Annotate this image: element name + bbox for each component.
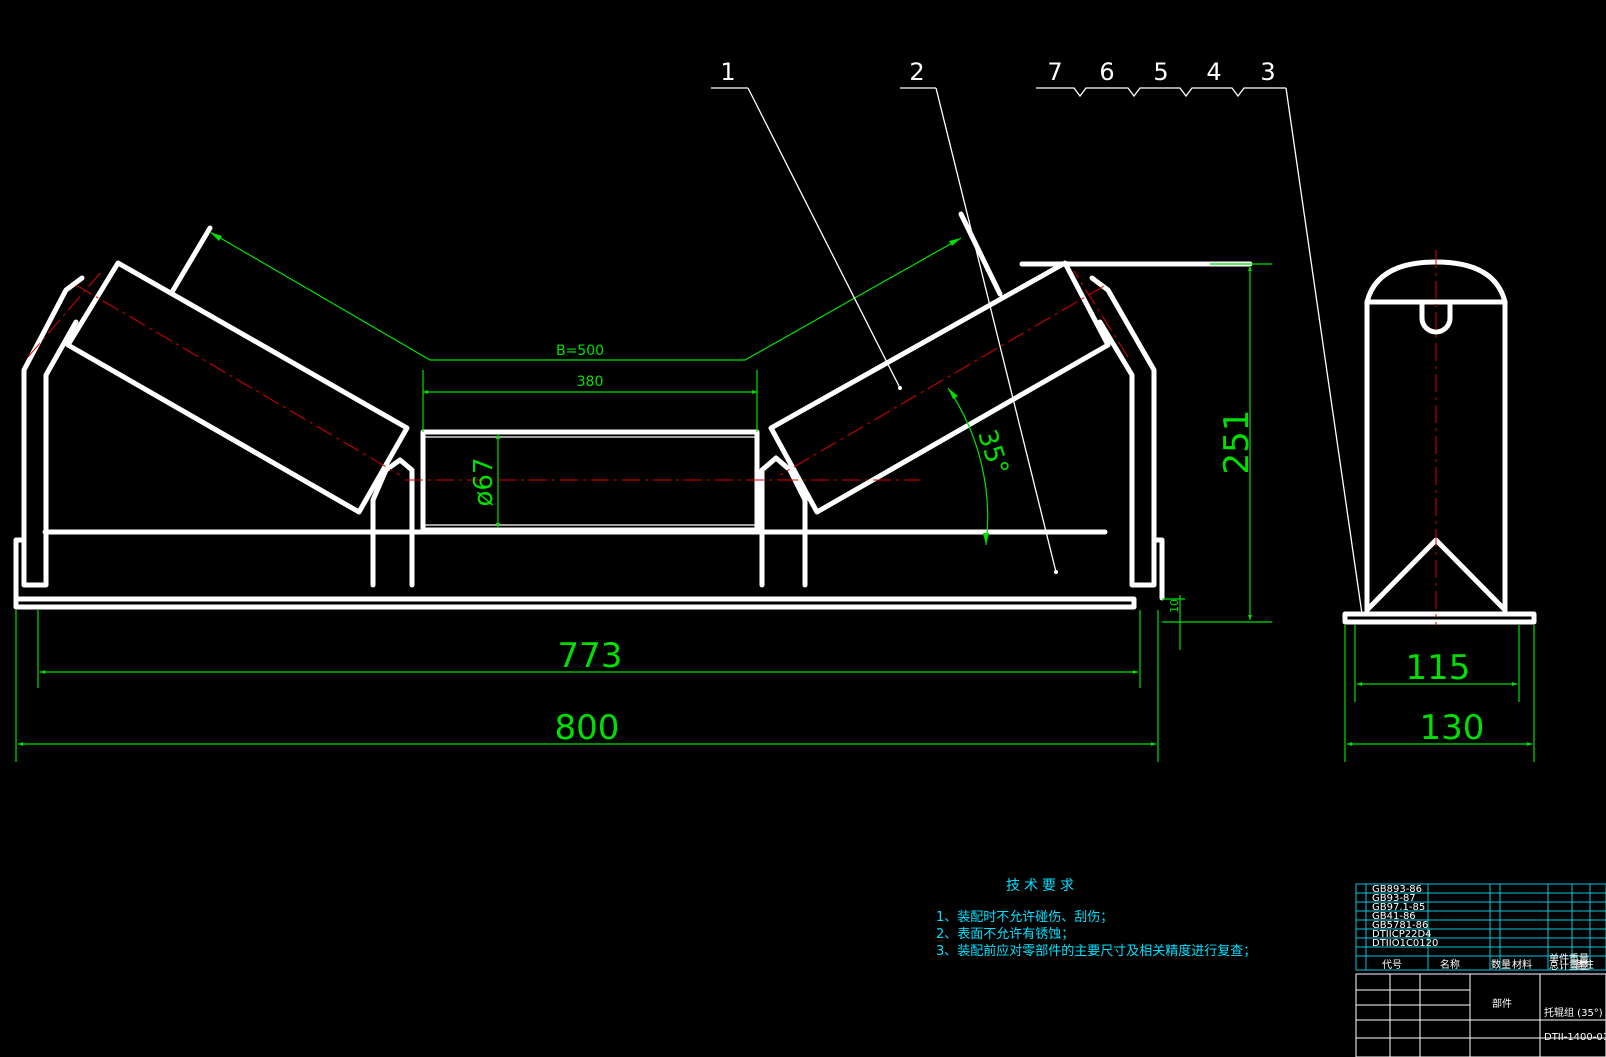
left-bracket bbox=[21, 275, 85, 588]
balloon-3: 3 bbox=[1260, 58, 1275, 86]
bom-row-7: GB893-86 bbox=[1372, 884, 1422, 895]
left-side-roller bbox=[65, 260, 410, 515]
dimensions: B=500 380 ø67 35° 251 10 773 800 bbox=[15, 231, 1535, 762]
drawing-number: DTII-1400-01 bbox=[1544, 1032, 1606, 1043]
overall-length-dim: 800 bbox=[555, 708, 620, 748]
header-unit-weight: 单件重量 bbox=[1549, 952, 1589, 965]
side-view bbox=[1342, 250, 1537, 625]
belt-width-dim-line bbox=[209, 231, 962, 361]
tech-requirement-2: 2、表面不允许有锈蚀； bbox=[936, 927, 1075, 942]
left-roller-axis bbox=[75, 284, 401, 476]
bom-row-6: GB93-87 bbox=[1372, 893, 1416, 904]
side-overall-dim: 130 bbox=[1420, 708, 1485, 748]
header-total-weight: 总计重量 bbox=[1549, 959, 1589, 972]
side-legs bbox=[1364, 299, 1508, 613]
part-balloons: 1 2 7 6 5 4 3 bbox=[711, 58, 1363, 615]
balloon-5: 5 bbox=[1153, 58, 1168, 86]
title-block: GB893-86 GB93-87 GB97.1-85 GB41-86 GB578… bbox=[1355, 883, 1606, 1057]
side-inner-dim: 115 bbox=[1406, 648, 1471, 688]
header-name: 名称 bbox=[1440, 958, 1460, 971]
side-slot bbox=[1419, 299, 1453, 335]
header-qty: 数量 bbox=[1491, 958, 1511, 971]
center-roller-length-dim: 380 bbox=[577, 374, 604, 390]
part-label: 部件 bbox=[1492, 997, 1512, 1010]
belt-width-dim: B=500 bbox=[556, 343, 604, 359]
right-bracket bbox=[1089, 275, 1157, 588]
tech-requirement-1: 1、装配时不允许碰伤、刮伤； bbox=[936, 910, 1114, 925]
header-remark: 备注 bbox=[1574, 958, 1594, 971]
header-code: 代号 bbox=[1382, 959, 1402, 971]
side-base-plate bbox=[1342, 611, 1537, 625]
bom-row-4: GB41-86 bbox=[1372, 911, 1416, 922]
right-roller-axis bbox=[779, 285, 1105, 476]
inner-bracket-right bbox=[759, 455, 808, 588]
balloon-6: 6 bbox=[1099, 58, 1114, 86]
inner-bracket-left bbox=[370, 457, 415, 588]
left-foot bbox=[13, 537, 27, 601]
height-dim: 251 bbox=[1217, 410, 1257, 475]
tech-requirement-3: 3、装配前应对零部件的主要尺寸及相关精度进行复查； bbox=[936, 944, 1257, 959]
tech-requirements-title: 技术要求 bbox=[1006, 878, 1078, 894]
balloon-1: 1 bbox=[720, 58, 735, 86]
base-plate bbox=[13, 596, 1137, 610]
roller-diameter-dim: ø67 bbox=[469, 458, 499, 507]
balloon-7: 7 bbox=[1047, 58, 1062, 86]
bom-row-5: GB97.1-85 bbox=[1372, 902, 1425, 913]
right-belt-edge bbox=[958, 211, 1003, 297]
inner-span-dim: 773 bbox=[558, 636, 623, 676]
bom-row-2: DTIICP22D4 bbox=[1372, 929, 1432, 940]
header-material: 材料 bbox=[1512, 958, 1532, 971]
right-foot bbox=[1151, 537, 1165, 601]
tech-requirements: 技术要求 1、装配时不允许碰伤、刮伤； 2、表面不允许有锈蚀； 3、装配前应对零… bbox=[936, 878, 1256, 960]
trough-angle-arc bbox=[947, 387, 989, 546]
balloon-4: 4 bbox=[1206, 58, 1221, 86]
center-roller bbox=[420, 429, 760, 533]
trough-angle-dim: 35° bbox=[971, 426, 1014, 479]
bom-row-3: GB5781-86 bbox=[1372, 920, 1428, 931]
balloon-2: 2 bbox=[909, 58, 924, 86]
front-view bbox=[13, 211, 1253, 610]
foot-thickness-dim: 10 bbox=[1168, 599, 1181, 613]
bom-row-1: DTIIO1C0120 bbox=[1372, 938, 1438, 949]
right-side-roller bbox=[768, 260, 1111, 515]
drawing-name: 托辊组 (35°) bbox=[1544, 1006, 1603, 1019]
left-belt-edge bbox=[169, 225, 213, 295]
